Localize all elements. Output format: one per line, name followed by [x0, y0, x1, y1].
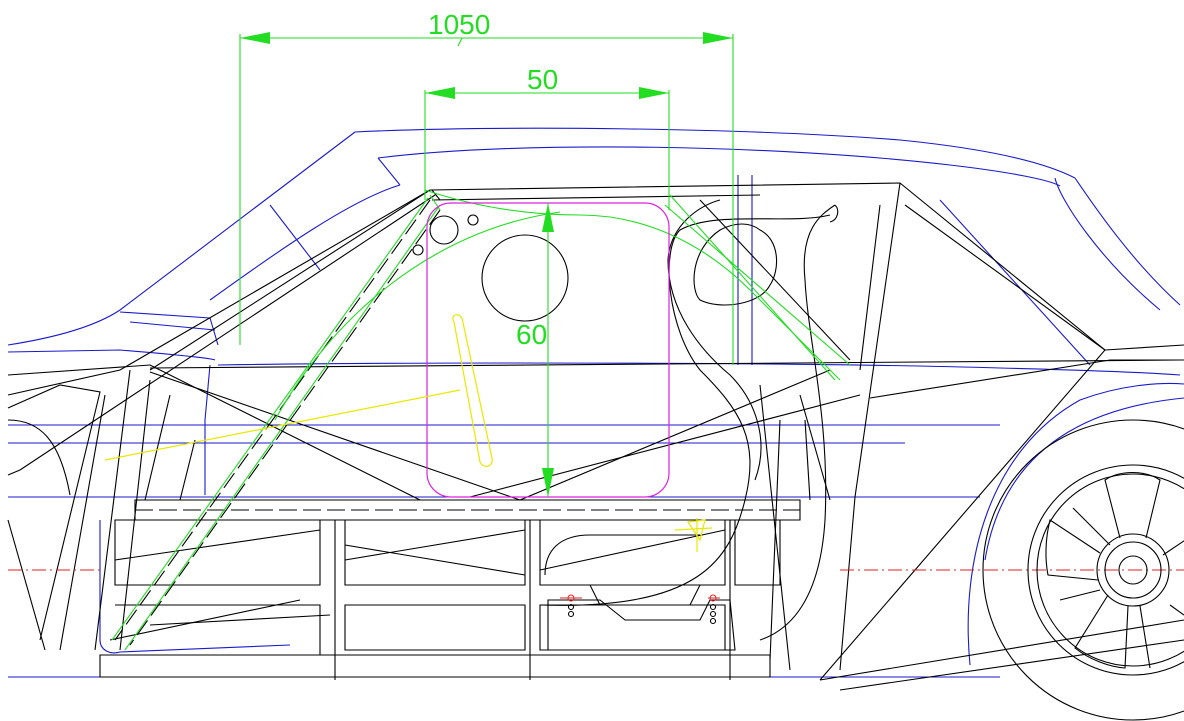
dimension-overall-width: 1050 — [239, 9, 734, 365]
dimension-label-60: 60 — [516, 319, 547, 350]
body-outline — [7, 127, 1184, 678]
dimension-label-50: 50 — [527, 64, 558, 95]
roll-cage-structure — [7, 182, 1184, 681]
arrow-down-icon — [542, 468, 554, 497]
arrow-up-icon — [542, 203, 554, 232]
steering-column — [104, 314, 713, 552]
dimension-height: 60 — [516, 203, 554, 497]
rear-wheel — [819, 419, 1184, 721]
dimension-upper-width: 50 — [424, 64, 670, 210]
arrow-right-icon — [639, 87, 669, 99]
seat-mount-holes — [567, 603, 717, 625]
arrow-left-icon — [425, 87, 455, 99]
green-tube-guides — [111, 189, 851, 651]
arrow-left-icon — [240, 32, 270, 44]
dimension-label-1050: 1050 — [428, 9, 490, 40]
a-pillar-tubes — [114, 199, 441, 646]
centerline — [8, 569, 1184, 602]
arrow-right-icon — [703, 32, 733, 44]
